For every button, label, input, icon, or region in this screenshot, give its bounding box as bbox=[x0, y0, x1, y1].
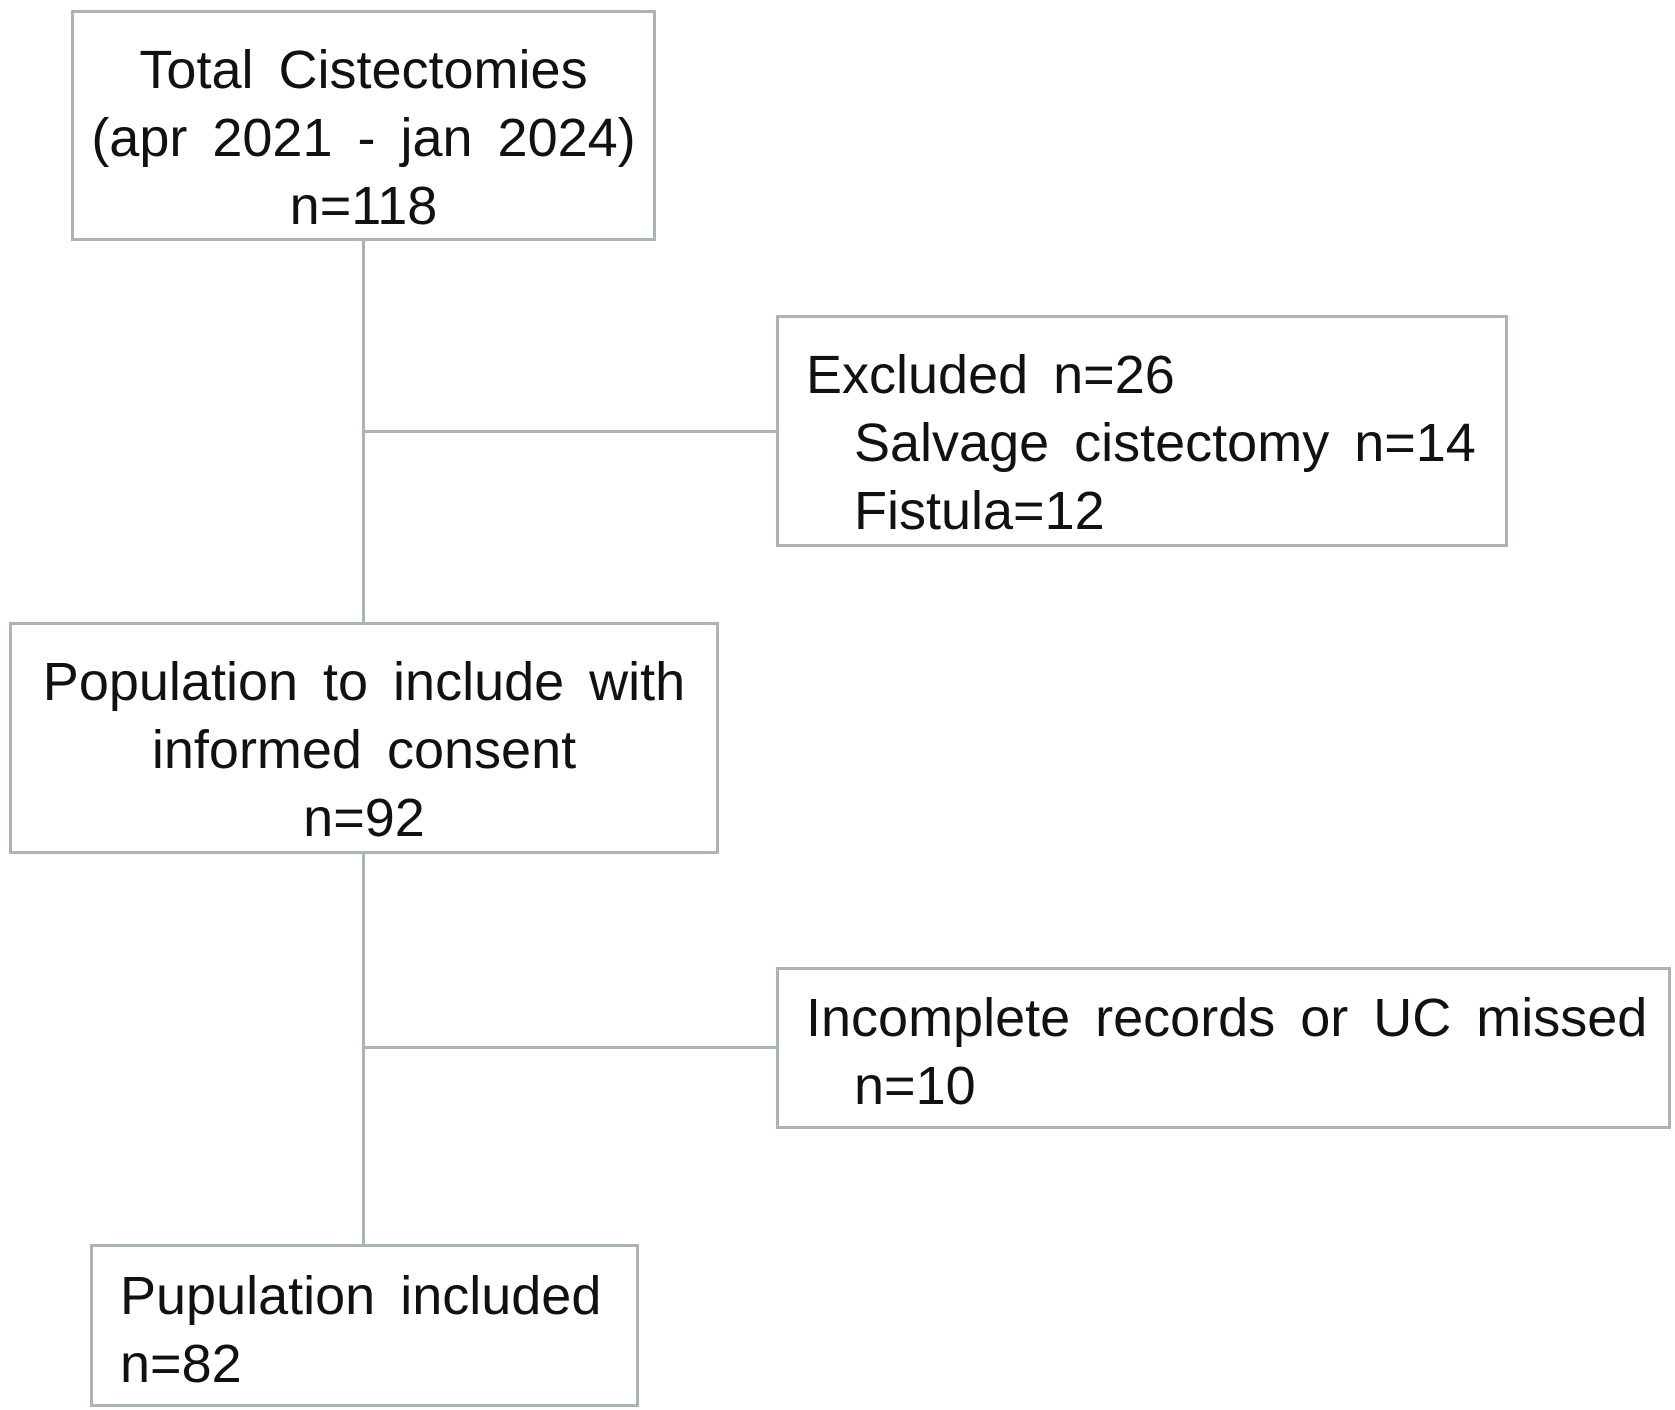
node-incomplete-title: Incomplete records or UC missed bbox=[806, 988, 1648, 1048]
node-total-line-2: (apr 2021 - jan 2024) bbox=[91, 108, 636, 168]
node-total-line-1: Total Cistectomies bbox=[139, 40, 588, 100]
node-incomplete-item-1: n=10 bbox=[854, 1056, 976, 1116]
node-excluded-item-2: Fistula=12 bbox=[854, 481, 1105, 541]
edge-population-to-incomplete bbox=[362, 1046, 776, 1049]
node-included-line-2: n=82 bbox=[120, 1334, 242, 1394]
node-total-line-3: n=118 bbox=[289, 176, 438, 236]
node-total-cistectomies: Total Cistectomies (apr 2021 - jan 2024)… bbox=[71, 10, 656, 241]
node-population-to-include: Population to include with informed cons… bbox=[9, 622, 719, 854]
node-population-line-1: Population to include with bbox=[42, 652, 686, 712]
edge-population-to-included bbox=[362, 854, 365, 1244]
node-population-line-2: informed consent bbox=[151, 720, 577, 780]
node-excluded-item-1: Salvage cistectomy n=14 bbox=[854, 413, 1476, 473]
node-included-line-1: Pupulation included bbox=[120, 1266, 602, 1326]
node-excluded-title: Excluded n=26 bbox=[806, 345, 1175, 405]
edge-total-to-excluded bbox=[362, 430, 776, 433]
node-population-line-3: n=92 bbox=[303, 788, 425, 848]
node-excluded: Excluded n=26 Salvage cistectomy n=14 Fi… bbox=[776, 315, 1508, 547]
node-incomplete-records: Incomplete records or UC missed n=10 bbox=[776, 967, 1671, 1129]
node-population-included: Pupulation included n=82 bbox=[90, 1244, 639, 1407]
